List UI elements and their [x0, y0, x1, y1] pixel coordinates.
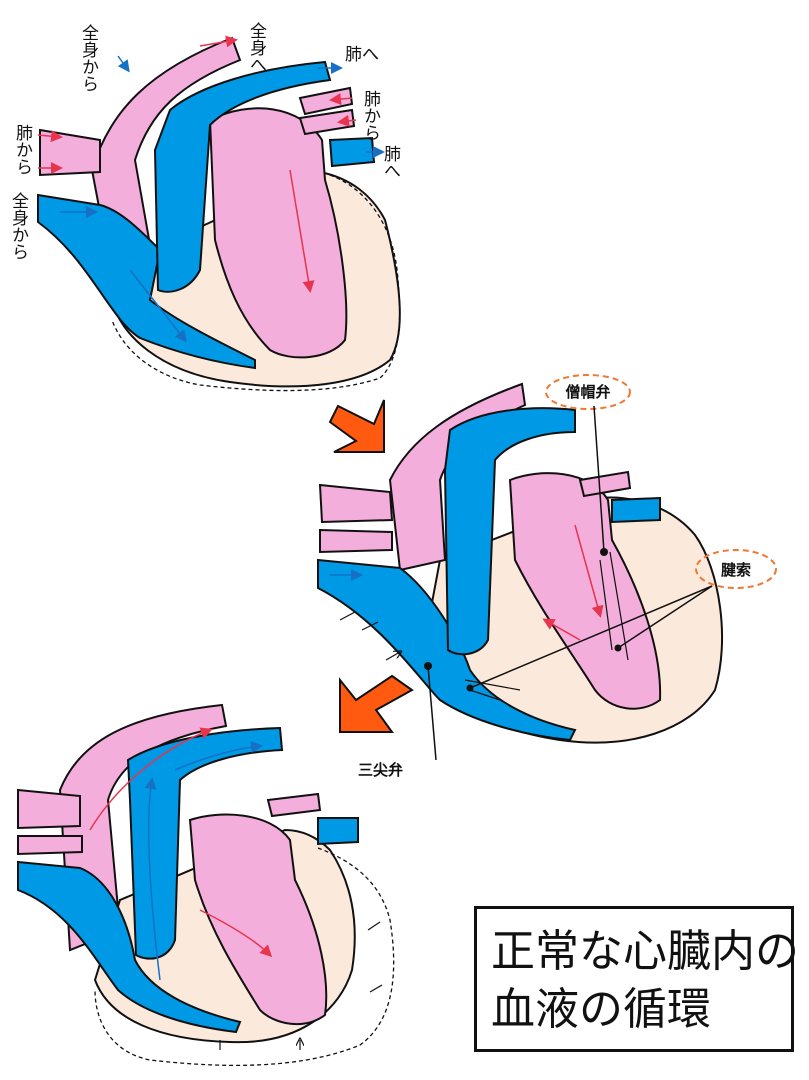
title-box: 正常な心臓内の 血液の循環	[474, 906, 799, 1052]
label-to-lungs-lower: 肺へ	[380, 145, 401, 179]
heart-top-pulmonary-artery	[153, 60, 332, 293]
heart-bottom-left-side	[188, 813, 328, 1026]
heart-middle: 僧帽弁 腱索 三尖弁	[317, 374, 777, 779]
label-from-lungs-right: 肺から	[360, 90, 381, 141]
title-line-2: 血液の循環	[491, 984, 711, 1035]
label-from-lungs-left: 肺から	[12, 124, 33, 175]
label-whole-body-from-lower: 全身から	[8, 192, 29, 260]
heart-bottom	[17, 703, 395, 1067]
title-line-1: 正常な心臓内の	[491, 926, 799, 977]
heart-bottom-dashed-path	[94, 847, 395, 1067]
heart-bottom-right-side	[17, 860, 242, 1034]
label-mitral-valve: 僧帽弁	[565, 383, 610, 401]
step-arrow-2	[339, 674, 414, 733]
heart-top-right-side	[37, 193, 256, 370]
label-chordae-tendineae: 腱索	[721, 561, 751, 579]
heart-middle-pulmonary-artery	[443, 407, 576, 656]
heart-top: 全身から 全身へ 肺へ 肺から 肺から 肺へ 全身から	[8, 22, 401, 392]
heart-top-left-side	[208, 107, 348, 359]
step-arrow-1	[328, 399, 385, 453]
label-whole-body-from-upper: 全身から	[78, 24, 99, 92]
heart-top-aorta	[90, 36, 242, 267]
label-to-lungs-upper: 肺へ	[345, 45, 379, 65]
label-tricuspid-valve: 三尖弁	[358, 761, 403, 779]
label-to-whole-body: 全身へ	[246, 22, 267, 73]
